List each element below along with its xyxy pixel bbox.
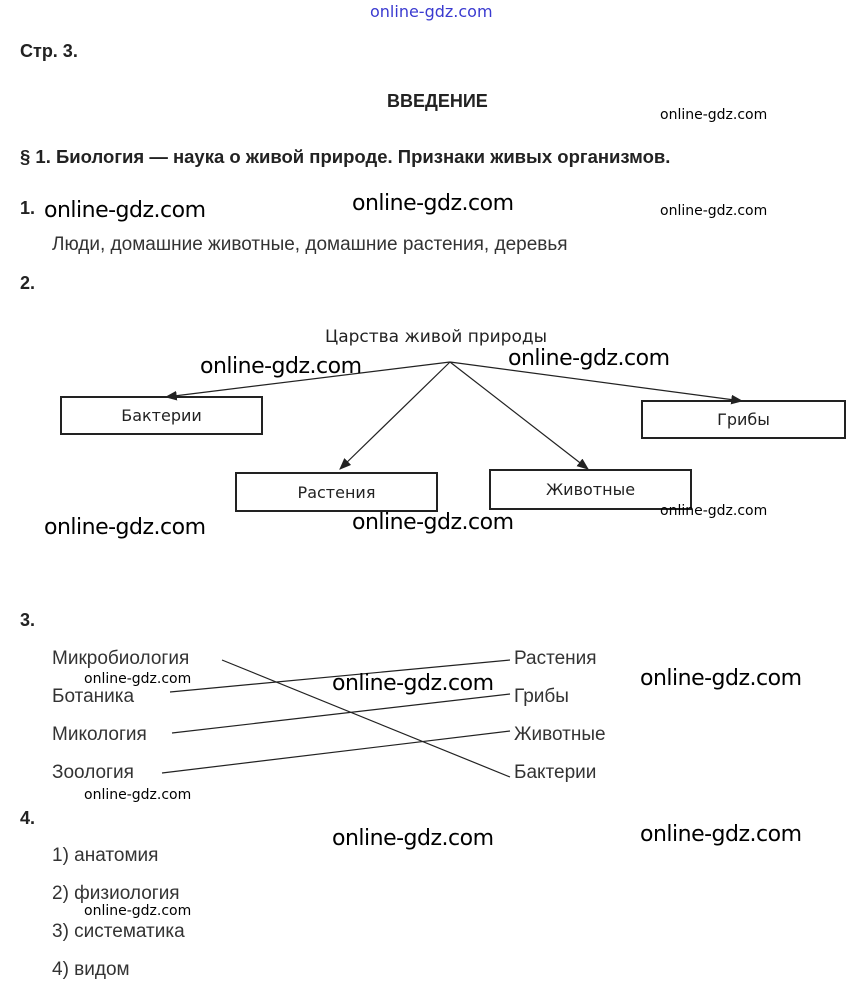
answer-item: 4) видом bbox=[52, 959, 130, 980]
kingdom-box-animals: Животные bbox=[489, 469, 692, 510]
task-number: 3. bbox=[20, 610, 36, 630]
task1-answer: Люди, домашние животные, домашние растен… bbox=[52, 234, 568, 255]
right-item: Животные bbox=[514, 724, 606, 745]
watermark: online-gdz.com bbox=[508, 346, 670, 371]
left-item: Зоология bbox=[52, 762, 134, 783]
watermark: online-gdz.com bbox=[44, 198, 206, 223]
answer-item: 1) анатомия bbox=[52, 845, 159, 866]
watermark: online-gdz.com bbox=[84, 787, 192, 803]
right-item: Бактерии bbox=[514, 762, 597, 783]
watermark: online-gdz.com bbox=[84, 903, 192, 919]
left-item: Микробиология bbox=[52, 648, 190, 669]
arrow-to-fungi bbox=[449, 361, 744, 405]
kingdom-box-bacteria: Бактерии bbox=[60, 396, 263, 435]
watermark: online-gdz.com bbox=[44, 515, 206, 540]
page-label: Стр. 3. bbox=[20, 41, 78, 61]
watermark: online-gdz.com bbox=[660, 503, 768, 519]
answer-item: 3) систематика bbox=[52, 921, 185, 942]
watermark: online-gdz.com bbox=[660, 107, 768, 123]
section-title: § 1. Биология — наука о живой природе. П… bbox=[20, 146, 671, 167]
match-line bbox=[161, 730, 511, 774]
task-number: 2. bbox=[20, 273, 36, 293]
watermark: online-gdz.com bbox=[640, 822, 802, 847]
chapter-title: ВВЕДЕНИЕ bbox=[387, 91, 488, 111]
arrow-to-animals bbox=[449, 361, 589, 470]
watermark: online-gdz.com bbox=[640, 666, 802, 691]
kingdom-box-plants: Растения bbox=[235, 472, 438, 512]
watermark: online-gdz.com bbox=[84, 671, 192, 687]
kingdom-box-fungi: Грибы bbox=[641, 400, 846, 439]
watermark: online-gdz.com bbox=[332, 826, 494, 851]
arrow-to-bacteria bbox=[164, 361, 451, 401]
task-number: 4. bbox=[20, 808, 36, 828]
right-item: Грибы bbox=[514, 686, 569, 707]
left-item: Микология bbox=[52, 724, 147, 745]
watermark: online-gdz.com bbox=[352, 510, 514, 535]
match-line bbox=[221, 659, 511, 778]
arrow-to-plants bbox=[339, 361, 451, 470]
right-item: Растения bbox=[514, 648, 597, 669]
task-number: 1. bbox=[20, 198, 36, 218]
watermark: online-gdz.com bbox=[200, 354, 362, 379]
diagram-root: Царства живой природы bbox=[325, 327, 548, 347]
top-watermark: online-gdz.com bbox=[370, 2, 493, 21]
watermark: online-gdz.com bbox=[352, 191, 514, 216]
match-line bbox=[171, 693, 511, 734]
answer-item: 2) физиология bbox=[52, 883, 180, 904]
left-item: Ботаника bbox=[52, 686, 135, 707]
watermark: online-gdz.com bbox=[332, 671, 494, 696]
match-line bbox=[169, 659, 511, 693]
watermark: online-gdz.com bbox=[660, 203, 768, 219]
